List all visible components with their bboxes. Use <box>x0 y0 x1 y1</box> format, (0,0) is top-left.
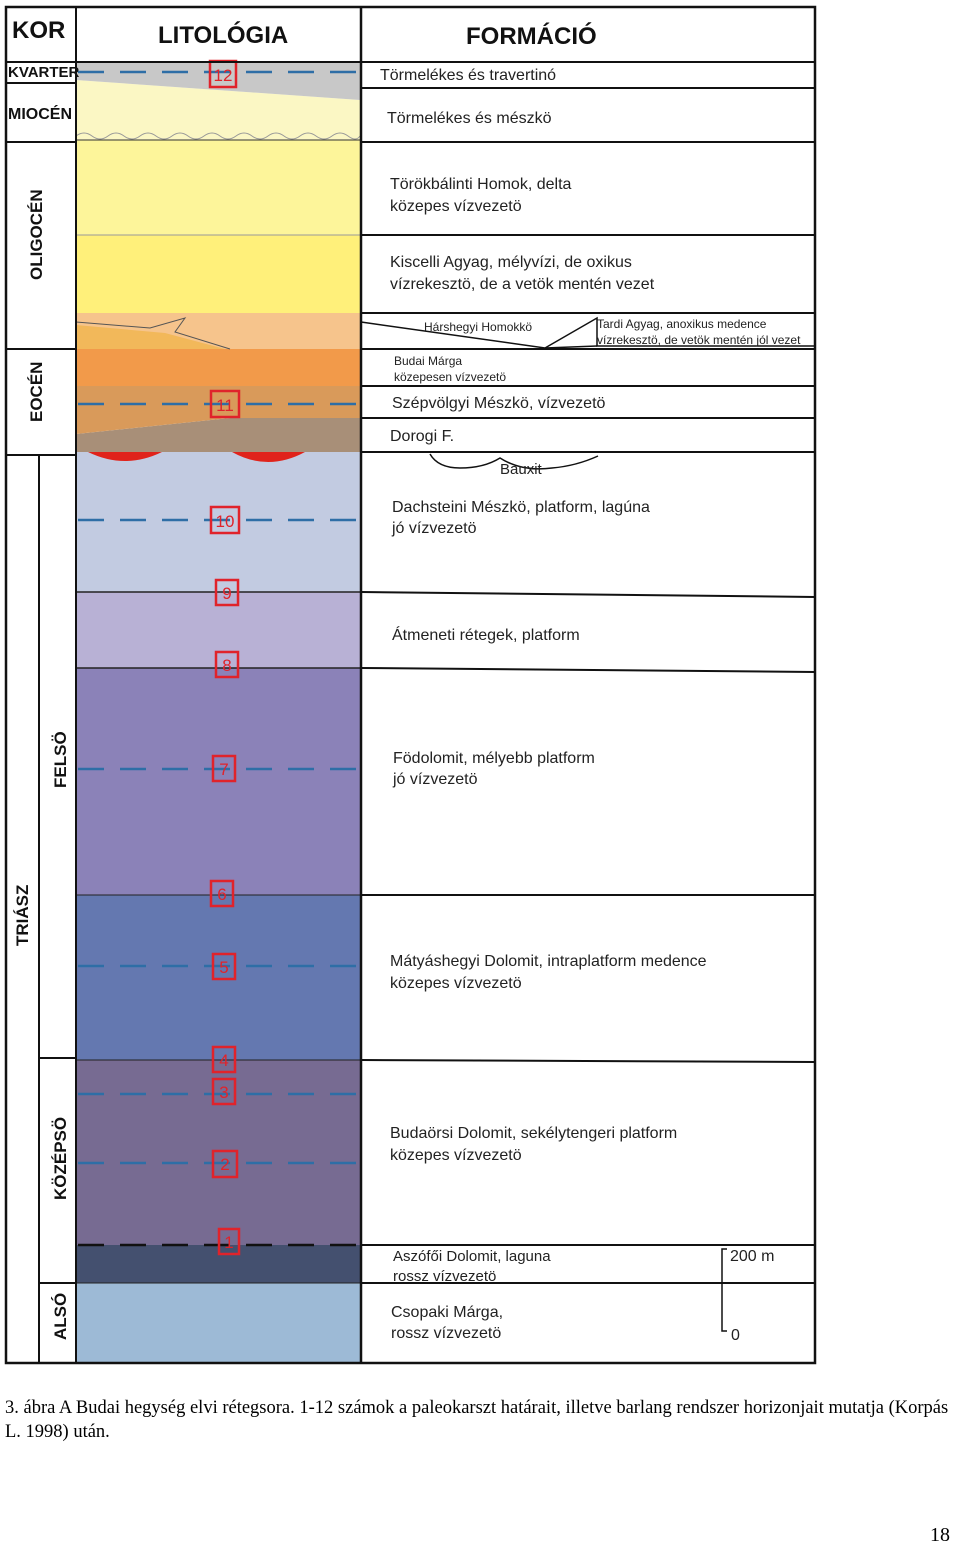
formation-tardi-line2: vízrekesztö, de vetök mentén jól vezet <box>597 333 801 347</box>
formation-matyashegy-line2: közepes vízvezetö <box>390 975 522 992</box>
formation-torm-meszko: Törmelékes és mészkö <box>387 110 552 127</box>
stratigraphic-column-diagram: 12 11 10 9 8 7 6 5 4 3 2 1 <box>4 5 817 1365</box>
horizon-label-9: 9 <box>222 584 231 603</box>
formation-aszofo-line2: rossz vízvezetö <box>393 1268 496 1285</box>
scale-bar: 200 m 0 <box>721 1248 774 1344</box>
formation-bauxit: Bauxit <box>500 461 543 478</box>
horizon-marker-1: 1 <box>217 1227 241 1256</box>
scale-top-label: 200 m <box>730 1248 774 1265</box>
scale-bottom-label: 0 <box>731 1327 740 1344</box>
layer-csopak <box>76 1283 360 1363</box>
formation-kiscell-line1: Kiscelli Agyag, mélyvízi, de oxikus <box>390 254 632 271</box>
formation-dachstein-line1: Dachsteini Mészkö, platform, lagúna <box>392 499 650 516</box>
layer-atmeneti <box>76 592 360 668</box>
formation-dachstein-line2: jó vízvezetö <box>391 520 477 537</box>
age-eocen: EOCÉN <box>27 362 46 422</box>
header-age: KOR <box>12 17 65 44</box>
layer-dachstein <box>76 452 360 592</box>
horizon-label-7: 7 <box>219 760 228 779</box>
horizon-marker-2: 2 <box>211 1149 239 1179</box>
formation-labels: Törmelékes és travertinó Törmelékes és m… <box>380 67 801 1342</box>
layer-budai-marga <box>76 349 360 386</box>
horizon-marker-10: 10 <box>209 505 241 535</box>
bauxite-lens-right <box>232 452 305 462</box>
formation-szepvolgy: Szépvölgyi Mészkö, vízvezetö <box>392 395 606 412</box>
age-miocen: MIOCÉN <box>8 104 72 123</box>
layer-harshegy-wedge <box>76 325 225 349</box>
horizon-label-5: 5 <box>219 958 228 977</box>
header-lithology: LITOLÓGIA <box>158 21 288 49</box>
formation-torokbalint-line2: közepes vízvezetö <box>390 198 522 215</box>
formation-matyashegy-line1: Mátyáshegyi Dolomit, intraplatform meden… <box>390 953 707 970</box>
formation-budaors-line2: közepes vízvezetö <box>390 1147 522 1164</box>
age-also: ALSÓ <box>51 1293 70 1340</box>
horizon-label-4: 4 <box>219 1051 228 1070</box>
age-oligocen: OLIGOCÉN <box>27 189 46 280</box>
horizon-marker-5: 5 <box>211 952 237 981</box>
formation-budai-line2: közepesen vízvezetö <box>394 370 506 384</box>
formation-dorog: Dorogi F. <box>390 428 454 445</box>
horizon-label-2: 2 <box>220 1155 229 1174</box>
horizon-marker-7: 7 <box>211 754 237 783</box>
horizon-marker-4: 4 <box>211 1045 237 1074</box>
horizon-lines <box>78 70 360 1247</box>
age-labels: KVARTER MIOCÉN OLIGOCÉN EOCÉN TRIÁSZ FEL… <box>8 64 80 1340</box>
layer-matyashegy <box>76 895 360 1060</box>
horizon-markers: 12 11 10 9 8 7 6 5 4 3 2 1 <box>208 59 241 1256</box>
horizon-label-8: 8 <box>222 656 231 675</box>
layer-dorog <box>76 418 360 452</box>
table-frame <box>4 5 817 1365</box>
formation-budaors-line1: Budaörsi Dolomit, sekélytengeri platform <box>390 1125 677 1142</box>
horizon-label-1: 1 <box>224 1233 233 1252</box>
formation-kiscell-line2: vízrekesztö, de a vetök mentén vezet <box>390 276 655 293</box>
layer-budaors <box>76 1060 360 1245</box>
formation-torokbalint-line1: Törökbálinti Homok, delta <box>390 176 572 193</box>
formation-fodolomit-line2: jó vízvezetö <box>392 771 478 788</box>
page-number: 18 <box>930 1524 950 1546</box>
horizon-label-11: 11 <box>216 396 234 415</box>
formation-aszofo-line1: Aszófői Dolomit, laguna <box>393 1248 551 1265</box>
formation-tardi-line1: Tardi Agyag, anoxikus medence <box>597 317 767 331</box>
horizon-marker-9: 9 <box>214 578 240 607</box>
layer-kiscell <box>76 235 360 313</box>
age-felso: FELSÖ <box>51 731 70 788</box>
figure-caption: 3. ábra A Budai hegység elvi rétegsora. … <box>5 1398 949 1442</box>
horizon-marker-11: 11 <box>209 389 241 419</box>
horizon-label-6: 6 <box>217 885 226 904</box>
age-kvarter: KVARTER <box>8 64 80 81</box>
bauxite-lens-left <box>88 452 162 461</box>
formation-atmeneti: Átmeneti rétegek, platform <box>392 625 580 644</box>
horizon-label-3: 3 <box>219 1083 228 1102</box>
horizon-label-12: 12 <box>214 66 233 85</box>
age-kozepso: KÖZÉPSÖ <box>51 1117 70 1200</box>
horizon-marker-6: 6 <box>209 879 235 908</box>
unconformity-line <box>75 132 361 140</box>
age-triasz: TRIÁSZ <box>13 885 32 946</box>
formation-budai-line1: Budai Márga <box>394 354 462 368</box>
horizon-marker-8: 8 <box>214 650 240 679</box>
layer-szepvolgy <box>76 386 360 434</box>
layer-torokbalint <box>76 140 360 235</box>
horizon-label-10: 10 <box>216 512 235 531</box>
formation-csopak-line2: rossz vízvezetö <box>391 1325 501 1342</box>
horizon-marker-3: 3 <box>211 1077 237 1106</box>
header-row: KOR LITOLÓGIA FORMÁCIÓ <box>12 17 597 50</box>
header-formation: FORMÁCIÓ <box>466 22 597 50</box>
formation-fodolomit-line1: Födolomit, mélyebb platform <box>393 750 595 767</box>
formation-harshegy: Hárshegyi Homokkö <box>424 320 532 334</box>
formation-csopak-line1: Csopaki Márga, <box>391 1304 503 1321</box>
formation-torm-travertino: Törmelékes és travertinó <box>380 67 556 84</box>
harshegy-contact-line <box>75 317 231 350</box>
lithology-column <box>75 62 361 1363</box>
